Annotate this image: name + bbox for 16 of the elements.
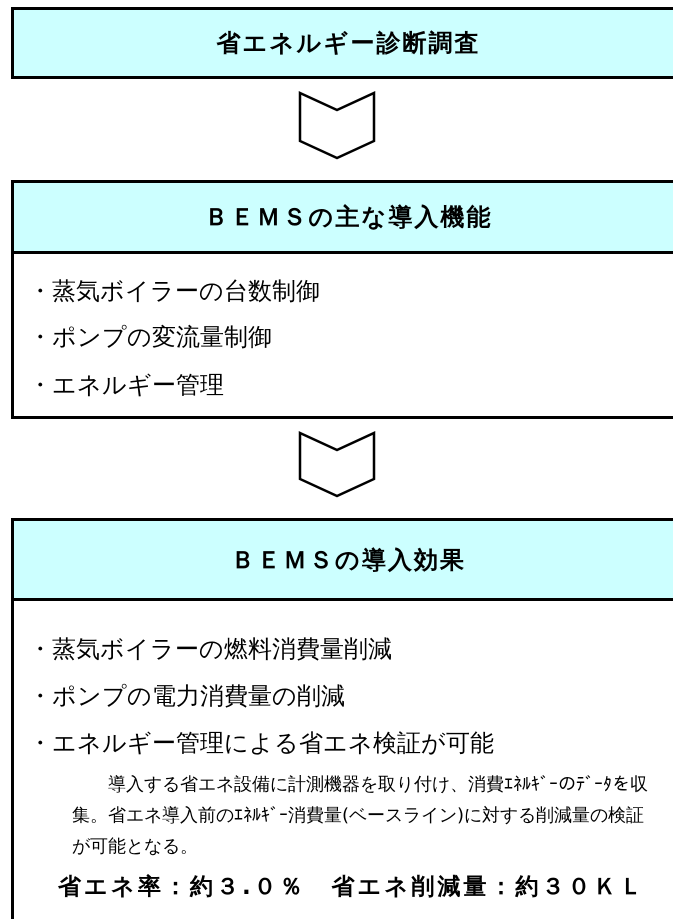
heading: ＢＥＭＳの主な導入機能 bbox=[204, 202, 492, 233]
heading: 省エネルギー診断調査 bbox=[216, 28, 480, 59]
chevron-arrow bbox=[298, 431, 376, 498]
content-box bbox=[11, 180, 673, 419]
content-box bbox=[11, 518, 673, 919]
heading: ＢＥＭＳの導入効果 bbox=[231, 544, 466, 576]
bullet-item: ・蒸気ボイラーの燃料消費量削減 bbox=[28, 634, 392, 665]
bullet-item: ・ポンプの変流量制御 bbox=[28, 322, 272, 353]
bullet-item: ・ポンプの電力消費量の削減 bbox=[28, 681, 345, 712]
bullet-item: ・エネルギー管理による省エネ検証が可能 bbox=[28, 728, 494, 759]
description-text: 導入する省エネ設備に計測機器を取り付け、消費ｴﾈﾙｷﾞｰのﾃﾞｰﾀを収集。省エネ導入前のｴﾈﾙｷﾞｰ消費量(ベースライン)に対する削減量の検証が可能となる。 bbox=[72, 773, 649, 859]
chevron-arrow bbox=[298, 91, 376, 160]
bullet-item: ・エネルギー管理 bbox=[28, 370, 224, 401]
bullet-item: ・蒸気ボイラーの台数制御 bbox=[28, 276, 320, 307]
result-text: 省エネ率：約３.０％ 省エネ削減量：約３０ＫＬ bbox=[58, 873, 646, 902]
title-box bbox=[11, 7, 673, 79]
